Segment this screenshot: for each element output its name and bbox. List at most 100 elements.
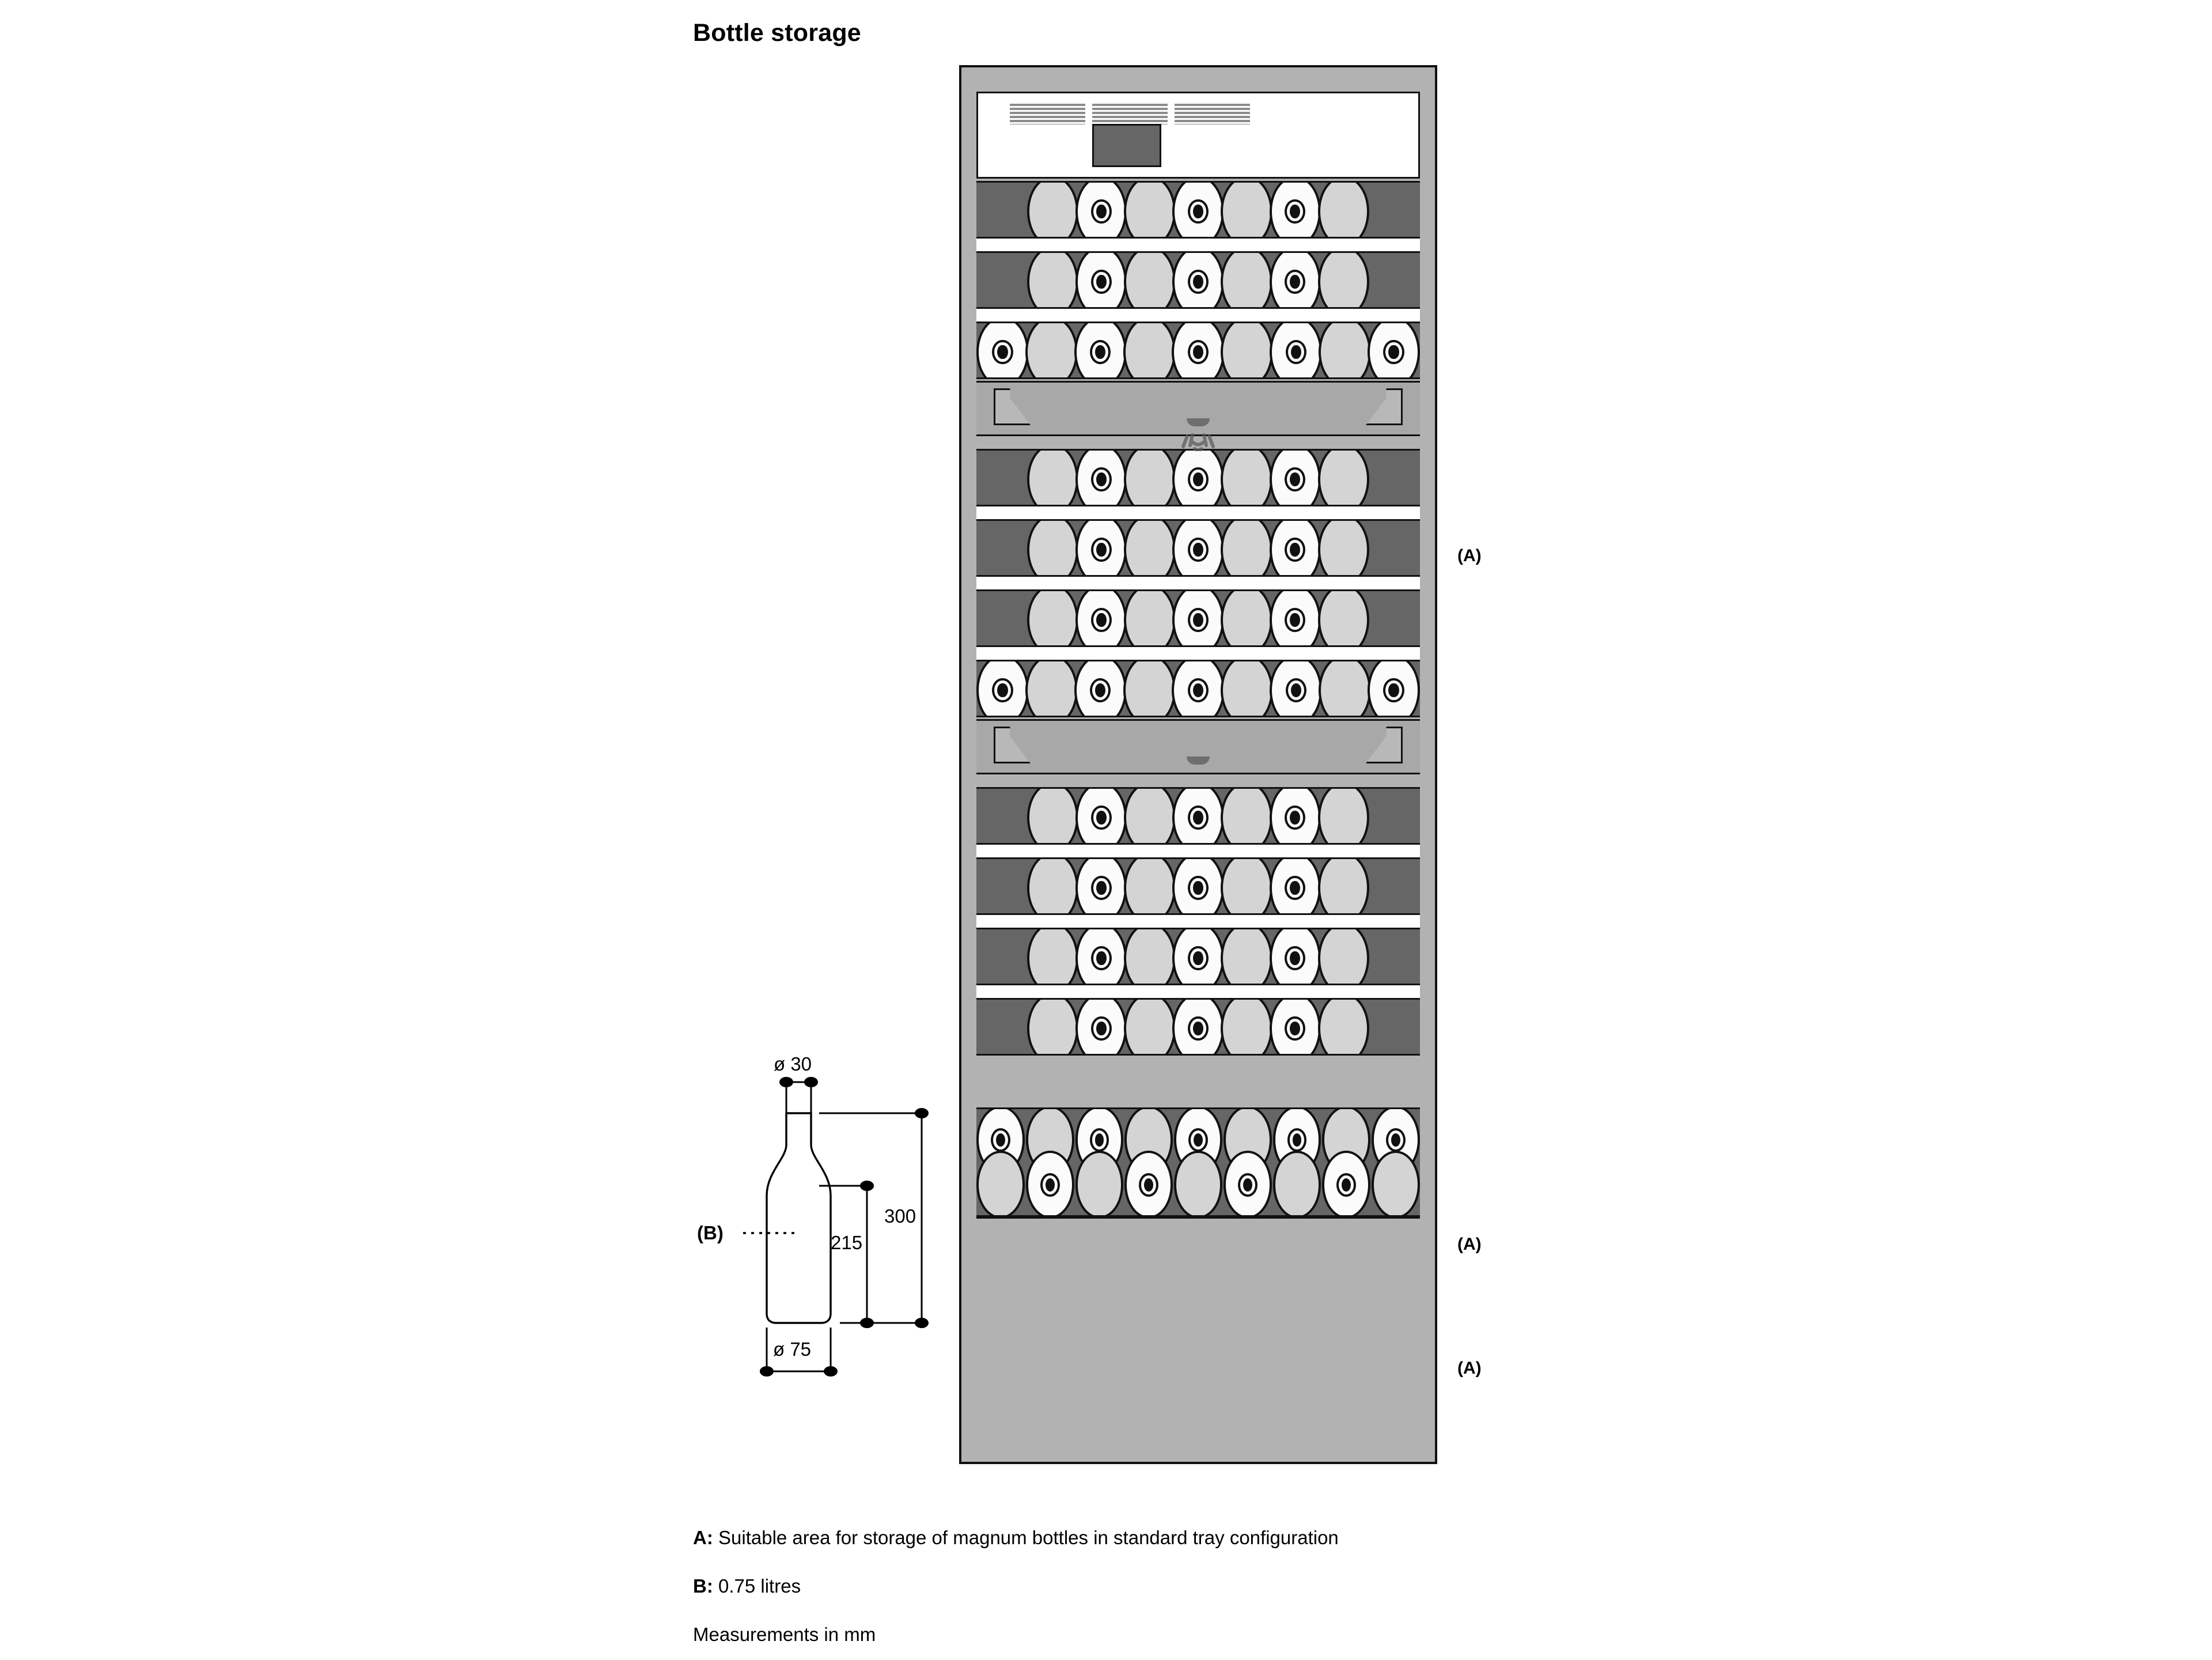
shelf-gap [976, 845, 1420, 857]
bottle-base [1027, 521, 1079, 575]
bottle-base [1124, 1000, 1176, 1054]
bottle-neck [1172, 521, 1224, 575]
cork-icon [1190, 469, 1206, 490]
shelf-row [976, 519, 1420, 577]
bottle-cork-face [1075, 859, 1127, 913]
shelf-row [976, 1107, 1420, 1217]
cork-icon [1190, 680, 1207, 701]
bottle-bottom-face [1221, 929, 1272, 984]
footnote-a-text: Suitable area for storage of magnum bott… [713, 1527, 1339, 1548]
bottle-neck [1172, 183, 1224, 237]
bottle-bottom-face [1027, 451, 1079, 505]
bottle-cork-face [1269, 521, 1321, 575]
bottle-cork-face [1074, 323, 1127, 377]
bottle-cork-face [1223, 1151, 1272, 1215]
bottle-cork-face [1075, 253, 1127, 307]
bottle-bottom-face [1317, 183, 1369, 237]
bottle-base [1124, 183, 1176, 237]
cork-icon [1093, 539, 1109, 560]
bottle-cork-face [1269, 789, 1321, 843]
footnote-units: Measurements in mm [693, 1624, 876, 1645]
bottle-base [1027, 929, 1079, 984]
bottle-neck [1075, 789, 1127, 843]
bottle-base [1124, 929, 1176, 984]
bottle-base [1221, 859, 1272, 913]
shelf-gap [976, 309, 1420, 322]
bottle-neck [1172, 323, 1225, 377]
bottle-base [1317, 789, 1369, 843]
cork-icon [1092, 1130, 1107, 1149]
bottle-bottom-face [1124, 591, 1176, 645]
cork-icon [1191, 1130, 1206, 1149]
bottle-neck [1074, 661, 1127, 716]
bottle-bottom-face [1319, 323, 1372, 377]
bottle-base [1317, 591, 1369, 645]
cork-icon [1287, 878, 1304, 898]
bottle-base [1317, 451, 1369, 505]
bottle-bottom-face [1317, 591, 1369, 645]
bottle-neck [1172, 451, 1224, 505]
bottle-base [1221, 521, 1272, 575]
tray-handle-notch-icon[interactable] [1187, 418, 1210, 426]
bottle-base [1025, 323, 1078, 377]
bottle-neck [976, 323, 1029, 377]
bottle-cork-face [1075, 1000, 1127, 1054]
bottle-cork-face [1075, 591, 1127, 645]
shelf-gap [976, 647, 1420, 660]
body-height-label: 215 [831, 1232, 863, 1253]
bottle-neck [976, 661, 1029, 716]
bottle-cork-face [1269, 929, 1321, 984]
pull-out-tray[interactable] [976, 381, 1420, 436]
bottle-neck [1322, 1151, 1371, 1215]
tray-handle-notch-icon[interactable] [1187, 757, 1210, 765]
bottle-neck [1269, 789, 1321, 843]
bottle-neck [1269, 253, 1321, 307]
shelf-row [976, 251, 1420, 309]
shelf-row [976, 998, 1420, 1056]
bottle-base [1317, 253, 1369, 307]
bottle-neck [1025, 1151, 1074, 1215]
footnote-b: B: 0.75 litres [693, 1575, 801, 1597]
bottle-cork-face [1172, 661, 1225, 716]
cork-icon [1287, 610, 1304, 630]
cork-icon [1287, 1018, 1304, 1039]
bottle-base [1221, 591, 1272, 645]
cork-icon [1287, 948, 1304, 969]
bottle-neck [1075, 929, 1127, 984]
cork-icon [1190, 201, 1206, 222]
cork-icon [1287, 342, 1304, 362]
bottle-bottom-face [1124, 859, 1176, 913]
bottle-base [1221, 253, 1272, 307]
bottle-base [1221, 1000, 1272, 1054]
cork-icon [1287, 680, 1304, 701]
bottle-base [1319, 323, 1372, 377]
bottle-bottom-face [1027, 521, 1079, 575]
bottle-bottom-face [976, 1151, 1025, 1215]
bottle-bottom-face [1123, 661, 1176, 716]
cork-icon [1092, 342, 1109, 362]
footnote-a: A: Suitable area for storage of magnum b… [693, 1527, 1339, 1549]
bottle-cork-face [1269, 1000, 1321, 1054]
bottle-neck [1075, 253, 1127, 307]
pull-out-tray[interactable] [976, 719, 1420, 774]
cork-icon [1093, 469, 1109, 490]
cork-icon [1287, 469, 1304, 490]
bottle-bottom-face [1027, 789, 1079, 843]
cork-icon [1190, 807, 1206, 828]
bottle-cork-face [1075, 521, 1127, 575]
bottle-base [1027, 451, 1079, 505]
bottle-neck [1367, 323, 1420, 377]
bottle-bottom-face [1319, 661, 1372, 716]
cork-icon [1190, 610, 1206, 630]
bottle-bottom-face [1221, 183, 1272, 237]
bottle-cork-face [1172, 859, 1224, 913]
shelf-row [976, 449, 1420, 506]
bottle-bottom-face [1221, 253, 1272, 307]
bottle-base [1027, 859, 1079, 913]
cork-icon [1287, 539, 1304, 560]
bottle-cork-face [1124, 1151, 1173, 1215]
display-panel[interactable] [1092, 124, 1161, 167]
cork-icon [1093, 807, 1109, 828]
bottle-base [1317, 859, 1369, 913]
